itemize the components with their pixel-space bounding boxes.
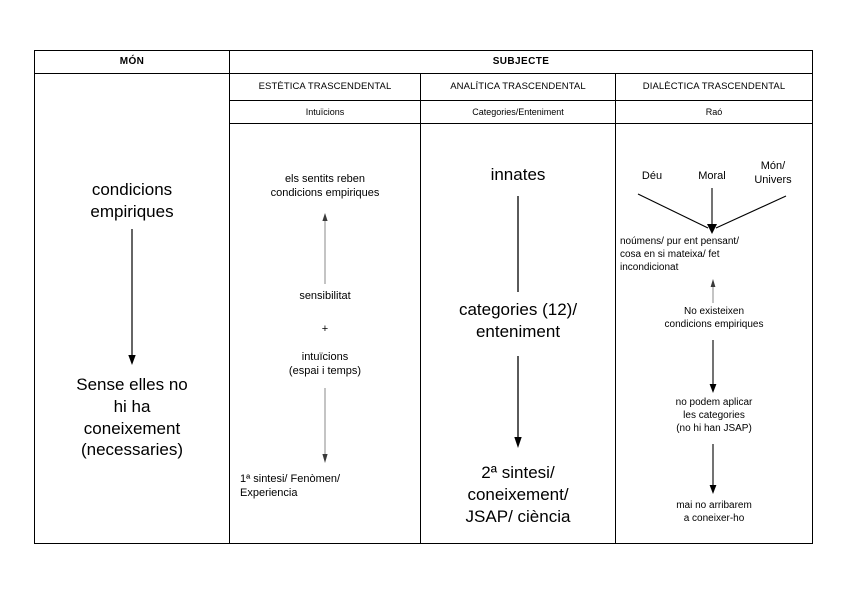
arrows-converging-to-noumens <box>637 188 787 234</box>
node-plus-sign: + <box>321 323 329 335</box>
node-innates: innates <box>490 165 546 184</box>
arrow-col1-down <box>128 229 136 365</box>
subheader-categories-enteniment: Categories/Enteniment <box>420 100 616 124</box>
node-moral: Moral <box>698 170 726 182</box>
header-dialectica-trascendental: DIALÈCTICA TRASCENDENTAL <box>614 73 814 101</box>
node-no-podem-aplicar: no podem aplicar les categories (no hi h… <box>675 397 753 434</box>
node-els-sentits-reben: els sentits reben condicions empiriques <box>270 173 380 200</box>
node-segona-sintesi: 2ª sintesi/ coneixement/ JSAP/ ciència <box>465 463 571 526</box>
arrow-col3-down-1 <box>517 196 519 292</box>
cell-mon-body: condicions empiriques Sense elles no hi … <box>34 73 230 544</box>
table-body-row: els sentits reben condicions empiriques … <box>35 123 814 544</box>
table-header-row-1: MÓN SUBJECTE <box>34 50 814 74</box>
header-analitica-trascendental: ANALÍTICA TRASCENDENTAL <box>420 73 616 101</box>
header-subjecte: SUBJECTE <box>228 50 814 74</box>
node-condicions-empiriques: condicions empiriques <box>90 180 174 221</box>
node-mai-no-arribarem: mai no arribarem a coneixer-ho <box>676 500 752 524</box>
node-noumens: noúmens/ pur ent pensant/ cosa en si mat… <box>620 236 739 273</box>
arrow-col4-down-3 <box>709 444 717 494</box>
node-sensibilitat: sensibilitat <box>299 290 351 302</box>
header-mon: MÓN <box>34 50 230 74</box>
arrow-col2-up-1 <box>322 213 328 284</box>
kant-table: MÓN SUBJECTE condicions empiriques Sense… <box>34 50 814 544</box>
table-header-row-2: condicions empiriques Sense elles no hi … <box>34 73 814 544</box>
arrow-col4-down-1 <box>710 279 716 303</box>
cell-estetica-body: els sentits reben condicions empiriques … <box>229 123 421 544</box>
subheader-rao: Raó <box>614 100 814 124</box>
kant-diagram: MÓN SUBJECTE condicions empiriques Sense… <box>34 50 814 544</box>
node-intuicions-espai-temps: intuïcions (espai i temps) <box>288 351 362 378</box>
node-categories-enteniment: categories (12)/ enteniment <box>458 300 578 341</box>
node-deu: Déu <box>641 170 663 182</box>
node-sense-elles: Sense elles no hi ha coneixement (necess… <box>76 375 188 460</box>
arrow-col2-down-2 <box>322 388 328 463</box>
node-no-existeixen: No existeixen condicions empiriques <box>664 306 764 330</box>
node-mon-univers: Món/ Univers <box>754 160 792 187</box>
node-primera-sintesi: 1ª sintesi/ Fenòmen/ Experiencia <box>240 473 341 500</box>
arrow-col3-down-2 <box>514 356 522 448</box>
cell-dialectica-body: Déu Moral Món/ Univers noúmens/ pur ent … <box>614 123 814 544</box>
subheader-intuicions: Intuïcions <box>229 100 421 124</box>
cell-analitica-body: innates categories (12)/ enteniment 2ª s… <box>420 123 616 544</box>
arrow-col4-down-2 <box>709 340 717 393</box>
header-estetica-trascendental: ESTÈTICA TRASCENDENTAL <box>229 73 421 101</box>
